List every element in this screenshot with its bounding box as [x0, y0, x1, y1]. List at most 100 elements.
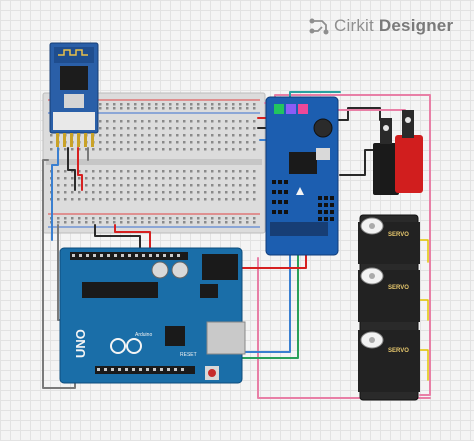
breadboard-hole: [211, 141, 214, 144]
breadboard-rail-hole: [197, 217, 200, 220]
breadboard-hole: [127, 198, 130, 201]
breadboard-hole: [204, 141, 207, 144]
breadboard-rail-hole: [197, 221, 200, 224]
brand-name: Cirkit: [334, 16, 374, 35]
arduino-header-pin: [177, 254, 180, 257]
breadboard-hole: [183, 198, 186, 201]
breadboard-rail-hole: [127, 107, 130, 110]
breadboard-hole: [99, 191, 102, 194]
breadboard-rail-hole: [162, 103, 165, 106]
breadboard-hole: [120, 120, 123, 123]
arduino-header-pin: [174, 368, 177, 371]
breadboard-rail-hole: [190, 221, 193, 224]
breadboard-rail-hole: [169, 103, 172, 106]
servo-3[interactable]: [358, 330, 420, 392]
breadboard-hole: [176, 191, 179, 194]
breadboard-hole: [141, 134, 144, 137]
pwm-header-pin: [284, 180, 288, 184]
breadboard-hole: [99, 148, 102, 151]
breadboard-hole: [99, 170, 102, 173]
breadboard-hole: [225, 127, 228, 130]
breadboard-rail-hole: [134, 217, 137, 220]
breadboard-hole: [155, 177, 158, 180]
breadboard-hole: [120, 198, 123, 201]
arduino-pins: [72, 254, 184, 371]
breadboard-hole: [113, 170, 116, 173]
breadboard-hole: [155, 198, 158, 201]
breadboard-hole: [253, 148, 256, 151]
breadboard-hole: [155, 170, 158, 173]
breadboard-hole: [64, 177, 67, 180]
breadboard-rail-hole: [78, 221, 81, 224]
servo-1[interactable]: [358, 217, 420, 264]
breadboard-rail-hole: [148, 103, 151, 106]
breadboard-hole: [85, 170, 88, 173]
breadboard-hole: [57, 184, 60, 187]
breadboard-rail-hole: [176, 107, 179, 110]
breadboard-rail-hole: [106, 221, 109, 224]
breadboard-rail-hole: [155, 217, 158, 220]
breadboard-hole: [127, 134, 130, 137]
breadboard-rail-hole: [134, 103, 137, 106]
breadboard-rail-hole: [162, 221, 165, 224]
breadboard-hole: [232, 170, 235, 173]
breadboard-rail-hole: [190, 217, 193, 220]
breadboard-hole: [197, 141, 200, 144]
breadboard-hole: [232, 184, 235, 187]
breadboard-hole: [211, 177, 214, 180]
breadboard-rail-hole: [113, 217, 116, 220]
breadboard-hole: [169, 120, 172, 123]
breadboard-rail-hole: [239, 217, 242, 220]
breadboard-rail-hole: [218, 107, 221, 110]
breadboard-rail-hole: [176, 217, 179, 220]
breadboard-hole: [148, 134, 151, 137]
breadboard-hole: [134, 170, 137, 173]
breadboard-rail-hole: [204, 217, 207, 220]
pwm-header-pin: [330, 203, 334, 207]
arduino-brand-label: Arduino: [135, 332, 152, 338]
pwm-header-pin: [324, 203, 328, 207]
pwm-driver-board[interactable]: [265, 96, 339, 256]
breadboard-hole: [78, 148, 81, 151]
pwm-header-pin: [318, 210, 322, 214]
breadboard-hole: [246, 191, 249, 194]
breadboard-hole: [120, 191, 123, 194]
breadboard-hole: [225, 198, 228, 201]
arduino-header-pin: [153, 368, 156, 371]
breadboard-hole: [162, 198, 165, 201]
breadboard-rail-hole: [232, 221, 235, 224]
pwm-output-headers: [272, 180, 334, 221]
breadboard-hole: [176, 184, 179, 187]
pwm-header-pin: [324, 217, 328, 221]
cirkit-designer-logo: Cirkit Designer: [308, 13, 453, 39]
breadboard-hole: [148, 148, 151, 151]
breadboard-hole: [141, 120, 144, 123]
wire-bt-3: [77, 147, 83, 191]
breadboard-hole: [134, 184, 137, 187]
breadboard-hole: [120, 127, 123, 130]
breadboard-hole: [197, 120, 200, 123]
breadboard-rail-hole: [190, 103, 193, 106]
breadboard-hole: [253, 120, 256, 123]
arduino-header-pin: [72, 254, 75, 257]
breadboard-hole: [232, 120, 235, 123]
arduino-uno-board[interactable]: UNO Arduino RESET: [59, 247, 246, 384]
servo-2[interactable]: [358, 267, 420, 322]
bluetooth-pin: [63, 133, 66, 147]
breadboard-hole: [239, 134, 242, 137]
dc-power-jack[interactable]: [373, 110, 423, 195]
bluetooth-module[interactable]: [49, 42, 99, 147]
breadboard-hole: [225, 170, 228, 173]
breadboard-hole: [211, 170, 214, 173]
servo-stack[interactable]: SERVO SERVO SERVO: [358, 214, 420, 401]
breadboard-rail-hole: [106, 103, 109, 106]
pwm-header-pin: [284, 200, 288, 204]
breadboard-hole: [120, 184, 123, 187]
breadboard-hole: [197, 191, 200, 194]
breadboard-rail-hole: [183, 103, 186, 106]
arduino-header-pin: [104, 368, 107, 371]
cirkit-logo-icon: [309, 18, 329, 35]
breadboard-rail-hole: [155, 107, 158, 110]
breadboard-hole: [71, 177, 74, 180]
